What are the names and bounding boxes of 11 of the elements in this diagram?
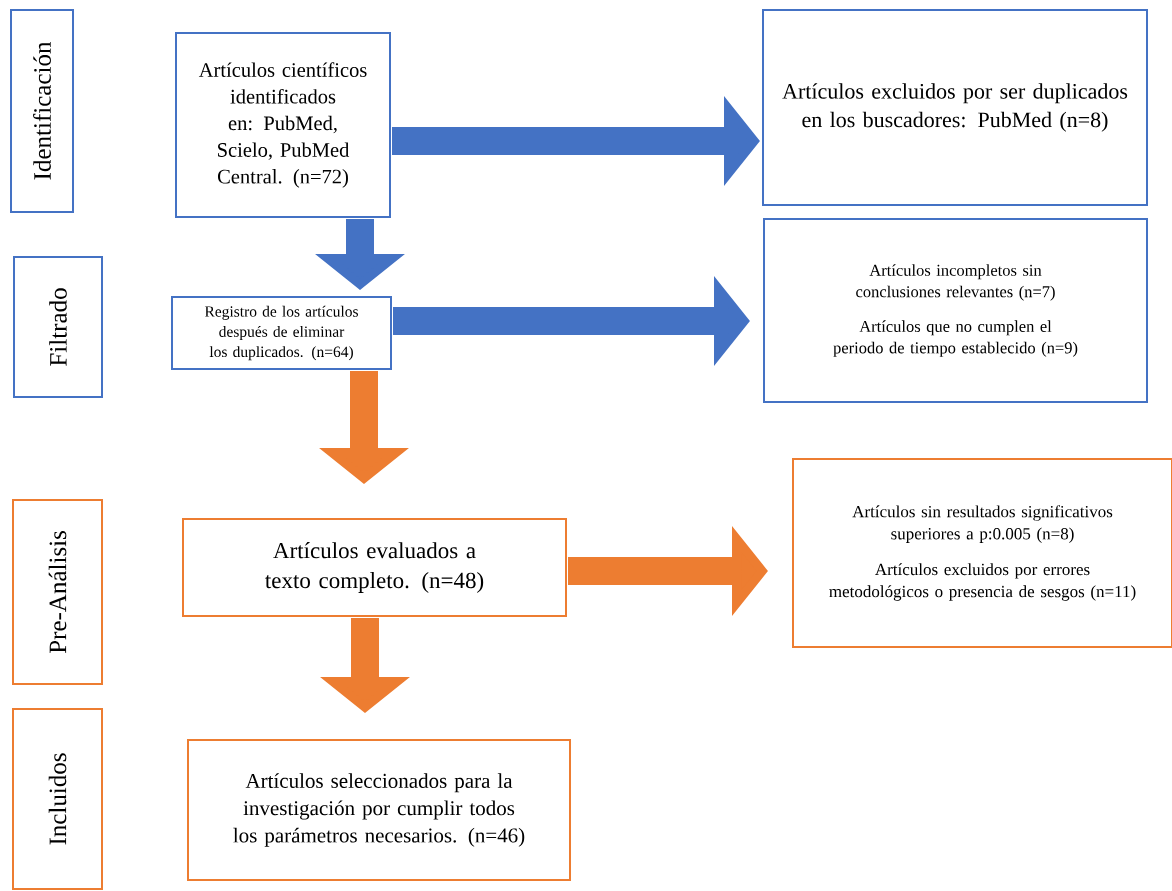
stage-label: Incluidos: [12, 708, 103, 890]
process-box: Artículos evaluados a texto completo. (n=48): [182, 518, 567, 617]
exclusion-box: Artículos excluidos por ser duplicados en los buscadores: PubMed (n=8): [762, 9, 1148, 206]
stage-label: Pre-Análisis: [12, 499, 103, 685]
exclusion-box: Artículos sin resultados significativos superiores a p:0.005 (n=8) Artículos excluidos por errores metodológicos o presencia de sesgos (n=11): [792, 458, 1172, 648]
process-box: Registro de los artículos después de eliminar los duplicados. (n=64): [171, 296, 392, 370]
stage-label: Identificación: [10, 9, 74, 213]
process-box: Artículos seleccionados para la investigación por cumplir todos los parámetros necesarios. (n=46): [187, 739, 571, 881]
exclusion-box: Artículos incompletos sin conclusiones relevantes (n=7) Artículos que no cumplen el periodo de tiempo establecido (n=9): [763, 218, 1148, 403]
stage-label: Filtrado: [13, 256, 103, 398]
process-box: Artículos científicos identificados en: PubMed, Scielo, PubMed Central. (n=72): [175, 32, 391, 218]
